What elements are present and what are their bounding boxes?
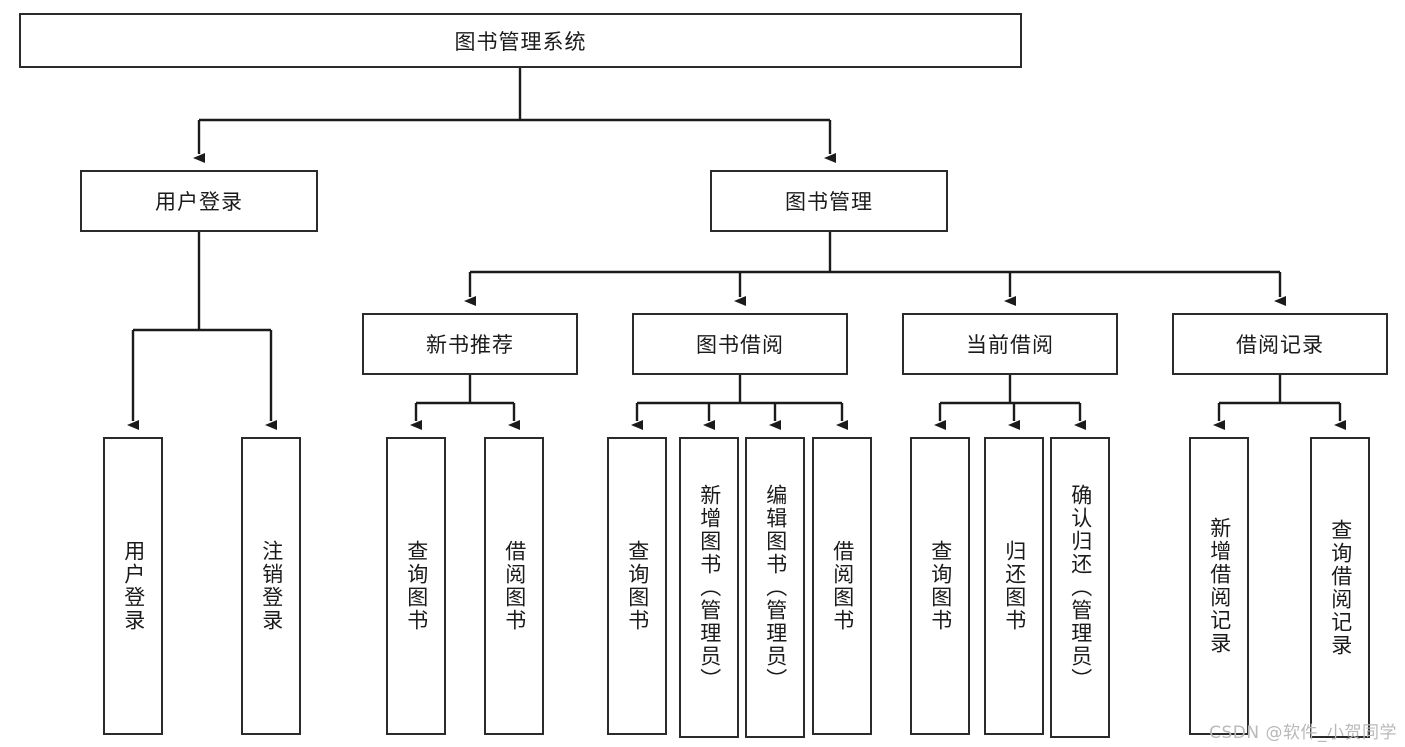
leaf-logout-label: 注销登录 [259, 540, 284, 632]
leaf-query-book-borrow[interactable]: 查询图书 [607, 437, 667, 735]
csdn-watermark: CSDN @软件_小贺同学 [1209, 723, 1397, 743]
node-new-book-recommend-label: 新书推荐 [426, 333, 514, 357]
leaf-return-book-label: 归还图书 [1002, 540, 1027, 632]
leaf-query-borrow-record-label: 查询借阅记录 [1328, 518, 1353, 657]
leaf-query-book-newbook[interactable]: 查询图书 [386, 437, 446, 735]
leaf-query-book-current[interactable]: 查询图书 [910, 437, 970, 735]
leaf-return-book[interactable]: 归还图书 [984, 437, 1044, 735]
leaf-add-borrow-record-label: 新增借阅记录 [1207, 517, 1232, 655]
leaf-borrow-book-label: 借阅图书 [830, 540, 855, 632]
node-root[interactable]: 图书管理系统 [19, 13, 1022, 68]
node-current-borrow[interactable]: 当前借阅 [902, 313, 1118, 375]
leaf-confirm-return-admin-label: 确认归还（管理员） [1068, 484, 1093, 691]
node-user-login-label: 用户登录 [155, 190, 243, 214]
leaf-borrow-book-newbook[interactable]: 借阅图书 [484, 437, 544, 735]
node-book-borrow[interactable]: 图书借阅 [632, 313, 848, 375]
leaf-add-book-admin[interactable]: 新增图书（管理员） [679, 437, 739, 738]
node-current-borrow-label: 当前借阅 [966, 333, 1054, 357]
leaf-query-borrow-record[interactable]: 查询借阅记录 [1310, 437, 1370, 738]
leaf-add-borrow-record[interactable]: 新增借阅记录 [1189, 437, 1249, 735]
leaf-borrow-book-newbook-label: 借阅图书 [502, 540, 527, 632]
node-new-book-recommend[interactable]: 新书推荐 [362, 313, 578, 375]
leaf-confirm-return-admin[interactable]: 确认归还（管理员） [1050, 437, 1110, 738]
leaf-logout[interactable]: 注销登录 [241, 437, 301, 735]
leaf-borrow-book[interactable]: 借阅图书 [812, 437, 872, 735]
leaf-query-book-current-label: 查询图书 [928, 540, 953, 632]
leaf-edit-book-admin[interactable]: 编辑图书（管理员） [745, 437, 805, 738]
node-user-login[interactable]: 用户登录 [80, 170, 318, 232]
node-root-label: 图书管理系统 [454, 29, 587, 54]
leaf-user-login-label: 用户登录 [121, 540, 146, 632]
node-book-borrow-label: 图书借阅 [696, 333, 784, 357]
node-book-management-label: 图书管理 [785, 190, 873, 214]
leaf-query-book-borrow-label: 查询图书 [625, 540, 650, 632]
leaf-add-book-admin-label: 新增图书（管理员） [697, 484, 722, 691]
node-borrow-records-label: 借阅记录 [1236, 333, 1324, 357]
node-book-management[interactable]: 图书管理 [710, 170, 948, 232]
leaf-edit-book-admin-label: 编辑图书（管理员） [763, 484, 788, 691]
leaf-user-login[interactable]: 用户登录 [103, 437, 163, 735]
node-borrow-records[interactable]: 借阅记录 [1172, 313, 1388, 375]
leaf-query-book-newbook-label: 查询图书 [404, 540, 429, 632]
